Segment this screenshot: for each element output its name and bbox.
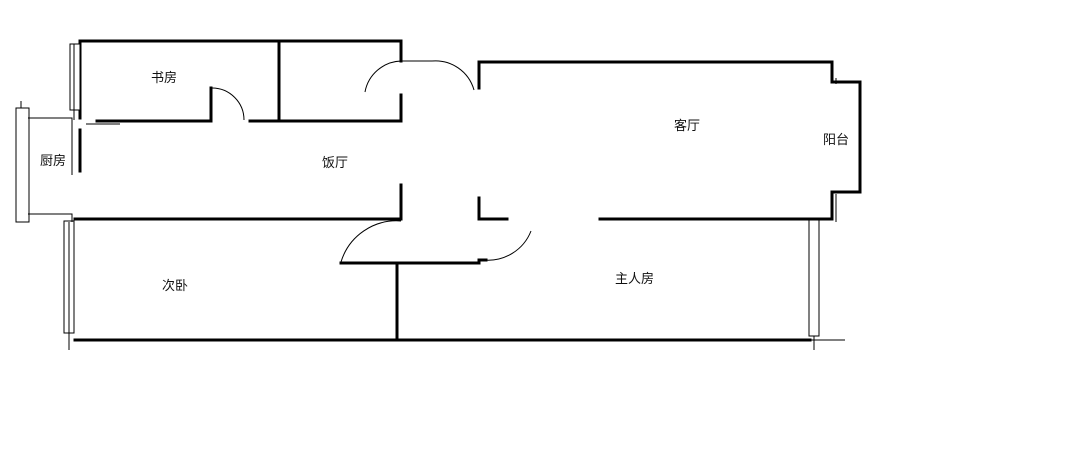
room-label-living: 客厅 bbox=[674, 118, 700, 134]
master-window bbox=[808, 219, 820, 337]
dimension-lines bbox=[20, 44, 837, 350]
doors bbox=[211, 60, 532, 263]
kitchen-window bbox=[15, 107, 30, 223]
walls bbox=[73, 39, 862, 342]
room-label-balcony: 阳台 bbox=[823, 133, 849, 148]
room-label-kitchen: 厨房 bbox=[40, 153, 66, 169]
room-label-study: 书房 bbox=[151, 70, 177, 86]
room-label-master-bedroom: 主人房 bbox=[615, 271, 654, 287]
room-label-dining: 饭厅 bbox=[322, 156, 348, 171]
room-label-second-bedroom: 次卧 bbox=[162, 278, 188, 294]
windows bbox=[15, 43, 820, 337]
study-window bbox=[69, 43, 81, 111]
room-labels: 书房 厨房 饭厅 客厅 阳台 次卧 主人房 bbox=[40, 70, 849, 294]
